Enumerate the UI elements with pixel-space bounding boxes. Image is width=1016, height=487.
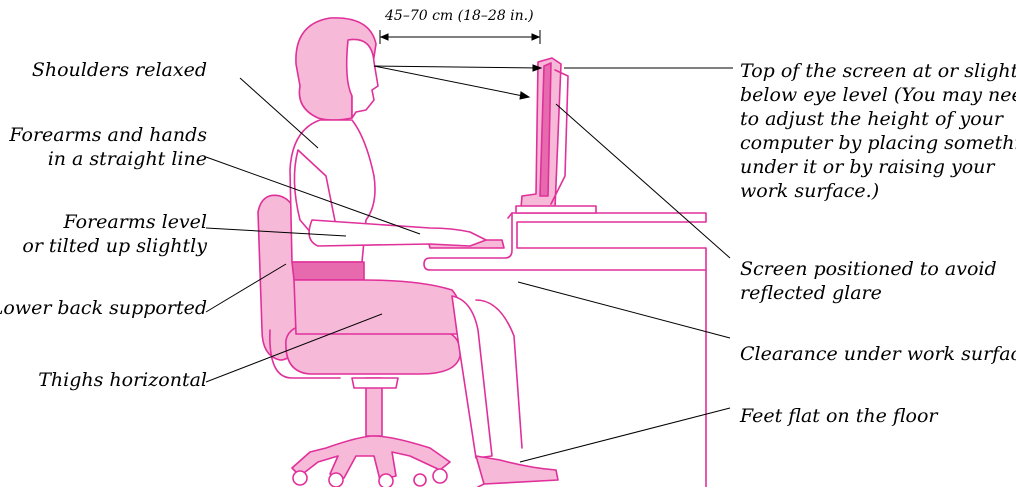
distance-label: 45–70 cm (18–28 in.)	[385, 8, 534, 24]
sight-lines	[374, 65, 541, 99]
callout-screen-avoid-glare: Screen positioned to avoid reflected gla…	[740, 257, 997, 305]
callout-feet-flat: Feet flat on the floor	[740, 404, 938, 428]
leader-clearance	[518, 282, 730, 338]
callout-clearance-under-surface: Clearance under work surface	[740, 342, 1016, 366]
leader-feet	[520, 408, 730, 462]
distance-dimension	[380, 30, 540, 44]
callout-forearms-hands-straight: Forearms and hands in a straight line	[9, 123, 207, 171]
callout-thighs-horizontal: Thighs horizontal	[38, 368, 207, 392]
leader-screen-glare	[556, 104, 730, 258]
callout-shoulders-relaxed: Shoulders relaxed	[32, 58, 207, 82]
callout-screen-top-eye-level: Top of the screen at or slightly below e…	[740, 59, 1016, 203]
callout-forearms-level: Forearms level or tilted up slightly	[22, 210, 207, 258]
person	[290, 18, 558, 487]
monitor	[516, 58, 596, 213]
callout-lower-back-supported: Lower back supported	[0, 296, 207, 320]
